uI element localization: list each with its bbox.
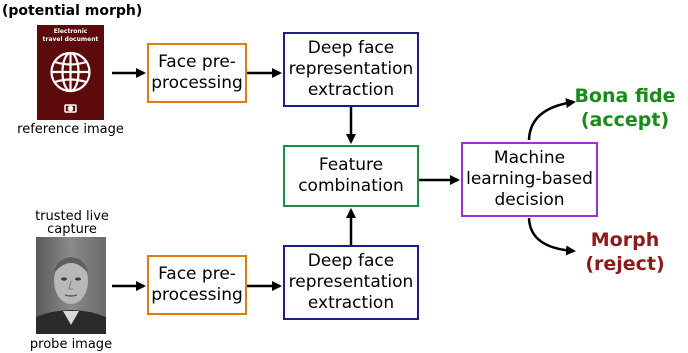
reference-image-caption: reference image xyxy=(17,122,124,137)
probe-image-caption: probe image xyxy=(29,337,113,352)
feature-combination-box: Feature combination xyxy=(283,145,419,207)
passport-icon: Electronic travel document xyxy=(37,25,104,120)
bona-fide-accept-label: Bona fide (accept) xyxy=(574,85,676,131)
face-preprocessing-bottom-box: Face pre- processing xyxy=(147,255,247,315)
ml-decision-box: Machine learning-based decision xyxy=(461,142,598,217)
arrow-ml-to-accept xyxy=(527,98,576,141)
globe-icon xyxy=(50,51,91,113)
chip-icon xyxy=(64,104,77,113)
deep-face-representation-top-box: Deep face representation extraction xyxy=(283,32,419,107)
deep-face-representation-bottom-box: Deep face representation extraction xyxy=(283,245,419,320)
arrow-ml-to-reject xyxy=(527,217,576,256)
morph-reject-label: Morph (reject) xyxy=(585,229,665,275)
probe-face-photo xyxy=(36,237,106,334)
passport-title: Electronic travel document xyxy=(42,28,99,43)
trusted-live-capture-label: trusted live capture xyxy=(35,209,109,237)
face-preprocessing-top-box: Face pre- processing xyxy=(147,43,247,103)
potential-morph-label: (potential morph) xyxy=(2,3,143,19)
